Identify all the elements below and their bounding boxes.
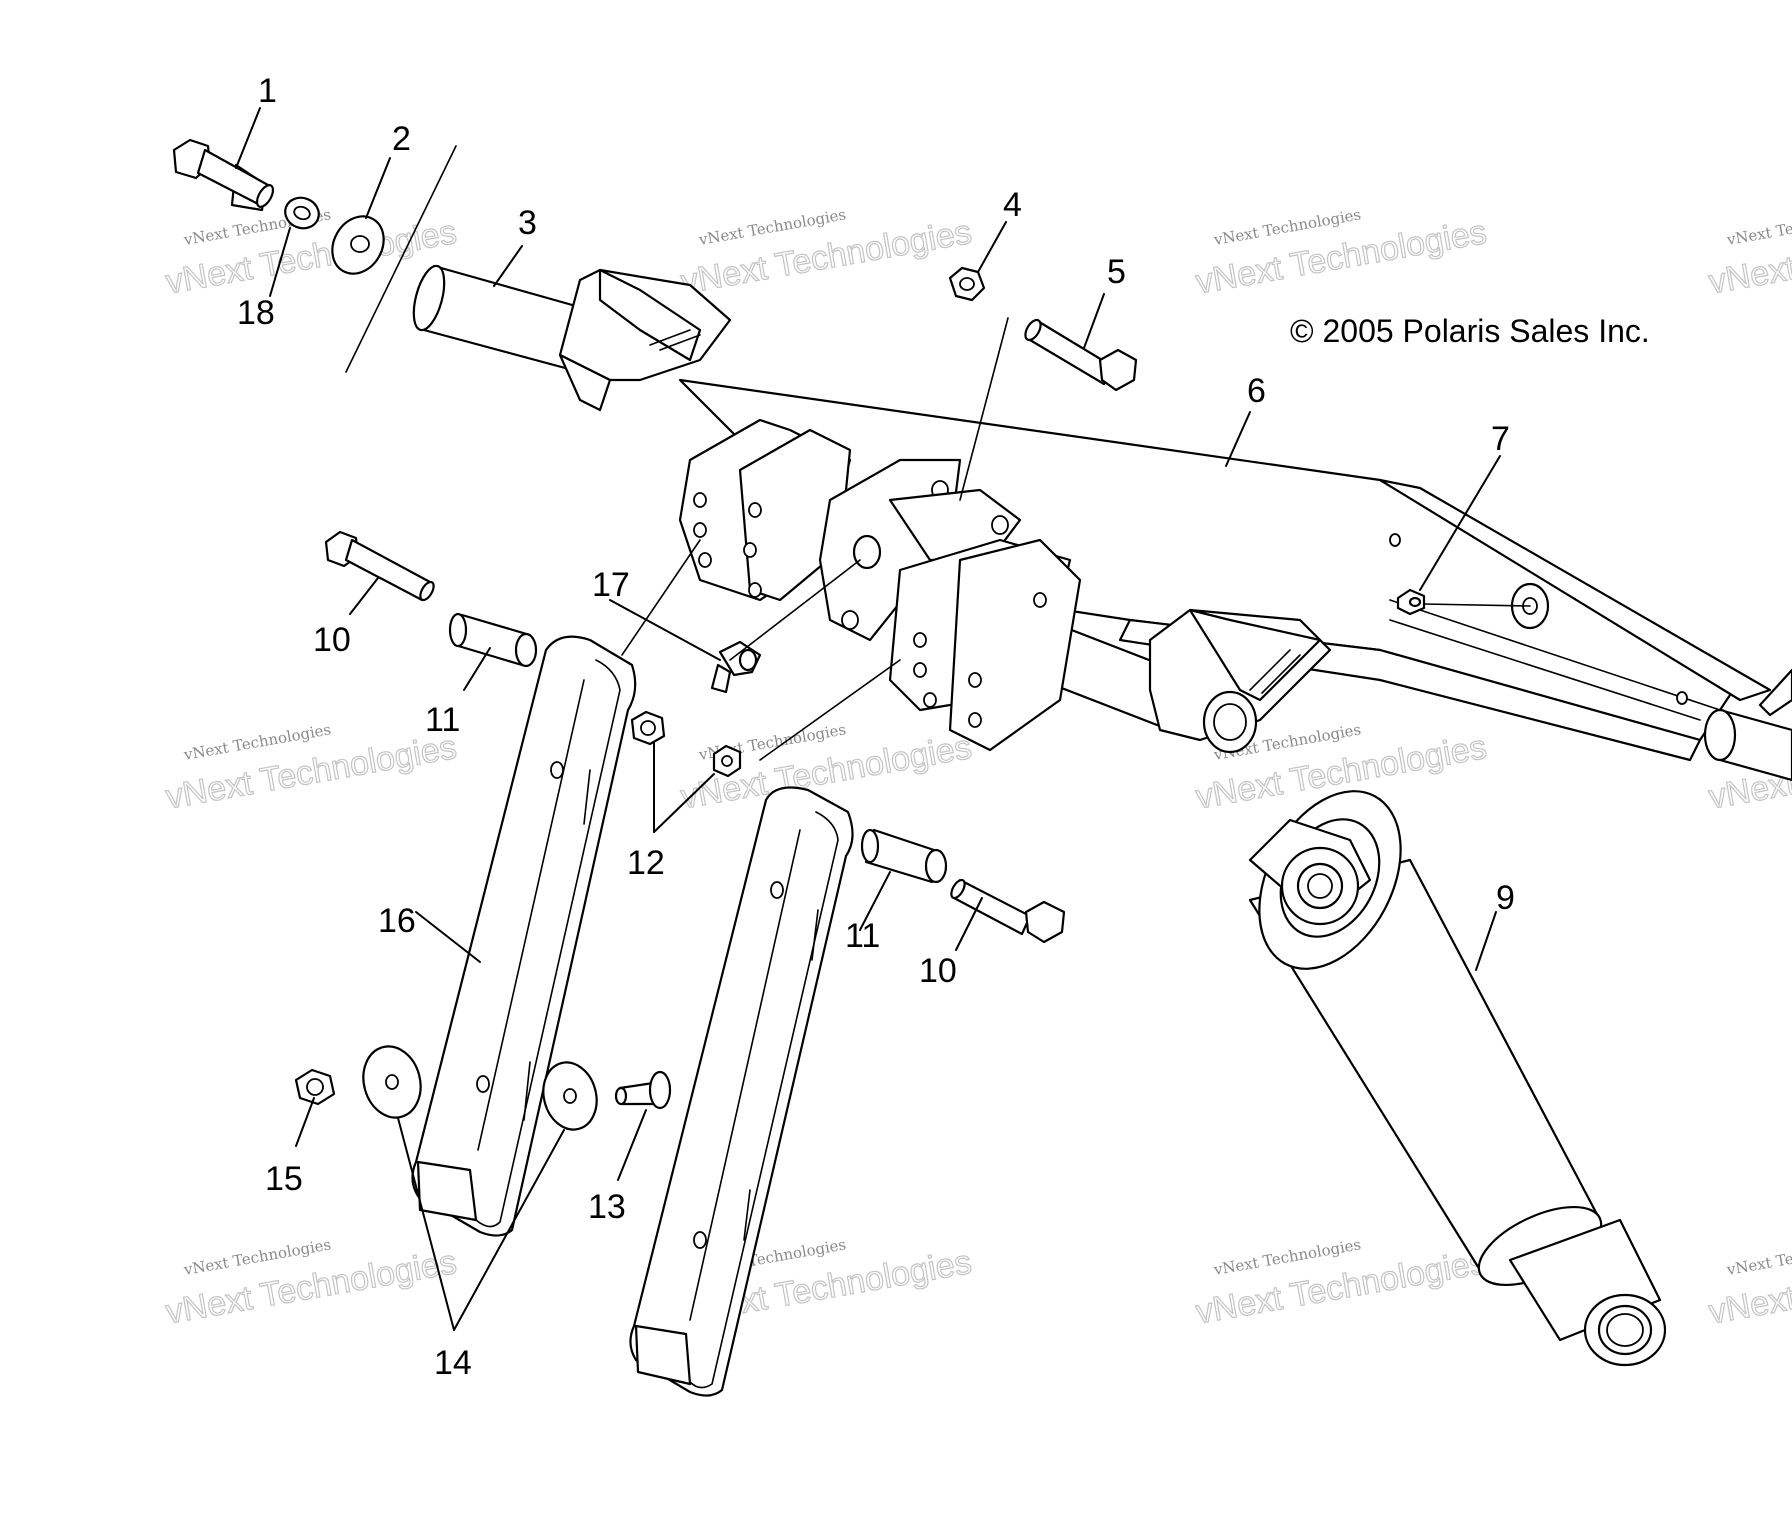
copyright-text: © 2005 Polaris Sales Inc. [1290, 313, 1650, 349]
callout-2: 2 [392, 120, 411, 158]
assembly-lines [621, 317, 1009, 761]
separator-line [345, 145, 457, 373]
callout-11-left: 11 [425, 701, 460, 739]
callout-17: 17 [592, 566, 630, 604]
part-washer-18 [284, 196, 320, 230]
callout-1: 1 [258, 72, 277, 110]
part-nut-4 [948, 266, 986, 302]
callout-11-right: 11 [845, 917, 880, 955]
part-washer-14a [362, 1045, 422, 1119]
part-bushing-11-left [448, 612, 538, 668]
part-bolt-10-left [324, 530, 435, 602]
clevis-plates [678, 418, 1082, 752]
callouts: 1 2 3 4 5 6 7 9 10 10 11 11 12 13 14 15 … [237, 72, 1515, 1382]
watermark-small-text: vNext Technologies [1725, 205, 1792, 249]
part-grease-fitting-17 [710, 640, 762, 694]
part-bolt-10-right [950, 878, 1066, 944]
watermark-small-text: vNext Technologies [1725, 1235, 1792, 1279]
part-washer-14b [542, 1061, 598, 1131]
callout-13: 13 [588, 1188, 626, 1226]
part-link-16 [411, 635, 637, 1237]
watermark: vNext Technologies vNext Technologies [1705, 205, 1792, 302]
watermark: vNext Technologies vNext Technologies [162, 1235, 460, 1332]
part-bolt-1 [172, 138, 275, 212]
callout-6: 6 [1247, 372, 1266, 410]
watermark: vNext Technologies vNext Technologies [1192, 205, 1490, 302]
part-link-arm-right [629, 786, 854, 1397]
callout-3: 3 [518, 204, 537, 242]
callout-10-right: 10 [919, 952, 957, 990]
bracket-left [558, 268, 732, 412]
callout-7: 7 [1491, 420, 1510, 458]
callout-10-left: 10 [313, 621, 351, 659]
callout-14: 14 [434, 1344, 472, 1382]
part-grease-fitting-7 [1396, 588, 1531, 616]
callout-5: 5 [1107, 253, 1126, 291]
part-pin-13 [614, 1070, 672, 1110]
leader-lines [235, 107, 1501, 1331]
part-nut-12b [712, 744, 742, 778]
callout-4: 4 [1003, 186, 1022, 224]
part-washer-2 [331, 215, 385, 275]
callout-16: 16 [378, 902, 416, 940]
callout-12: 12 [627, 844, 665, 882]
watermark: vNext Technologies vNext Technologies [162, 720, 460, 817]
watermark: vNext Technologies vNext Technologies [677, 205, 975, 302]
callout-9: 9 [1496, 879, 1515, 917]
part-nut-12a [630, 710, 666, 746]
callout-15: 15 [265, 1160, 303, 1198]
callout-18: 18 [237, 294, 275, 332]
part-bolt-5 [1024, 318, 1138, 392]
part-shock-9 [1248, 790, 1667, 1367]
watermark: vNext Technologies vNext Technologies [1705, 1235, 1792, 1332]
part-bushing-11-right [860, 828, 948, 884]
watermark: vNext Technologies vNext Technologies [1192, 1235, 1490, 1332]
bracket-right [1148, 608, 1332, 754]
part-nut-15 [294, 1068, 336, 1106]
